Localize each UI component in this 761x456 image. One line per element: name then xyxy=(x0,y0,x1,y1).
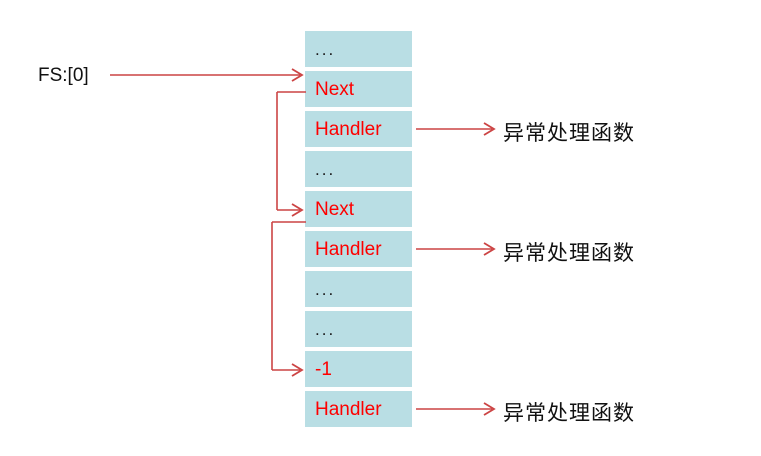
cell-handler-3: Handler xyxy=(305,391,412,427)
cell-terminator-label: -1 xyxy=(315,358,332,380)
cell-next-1-label: Next xyxy=(315,78,355,100)
cell-ellipsis-4: ... xyxy=(305,311,412,347)
cell-ellipsis-2: ... xyxy=(305,151,412,187)
cell-handler-2: Handler xyxy=(305,231,412,267)
cell-terminator: -1 xyxy=(305,351,412,387)
cell-handler-1: Handler xyxy=(305,111,412,147)
arrow-handler3-to-target3 xyxy=(416,402,496,416)
fs-zero-label: FS:[0] xyxy=(38,65,89,86)
cell-next-2: Next xyxy=(305,191,412,227)
cell-next-2-label: Next xyxy=(315,198,355,220)
link-next1-to-next2 xyxy=(276,91,306,217)
arrow-fs-to-next1 xyxy=(110,68,304,82)
cell-ellipsis-1: ... xyxy=(305,31,412,67)
cell-handler-1-label: Handler xyxy=(315,118,382,140)
handler-target-label-2: 异常处理函数 xyxy=(503,241,635,265)
seh-chain-column: ... Next Handler ... Next Handler ... ..… xyxy=(305,31,412,431)
cell-ellipsis-2-label: ... xyxy=(315,159,336,179)
cell-ellipsis-1-label: ... xyxy=(315,39,336,59)
cell-handler-3-label: Handler xyxy=(315,398,382,420)
cell-handler-2-label: Handler xyxy=(315,238,382,260)
cell-next-1: Next xyxy=(305,71,412,107)
cell-ellipsis-3: ... xyxy=(305,271,412,307)
arrow-handler1-to-target1 xyxy=(416,122,496,136)
link-next2-to-terminator xyxy=(271,221,306,377)
handler-target-label-3: 异常处理函数 xyxy=(503,401,635,425)
cell-ellipsis-4-label: ... xyxy=(315,319,336,339)
cell-ellipsis-3-label: ... xyxy=(315,279,336,299)
handler-target-label-1: 异常处理函数 xyxy=(503,121,635,145)
arrow-handler2-to-target2 xyxy=(416,242,496,256)
